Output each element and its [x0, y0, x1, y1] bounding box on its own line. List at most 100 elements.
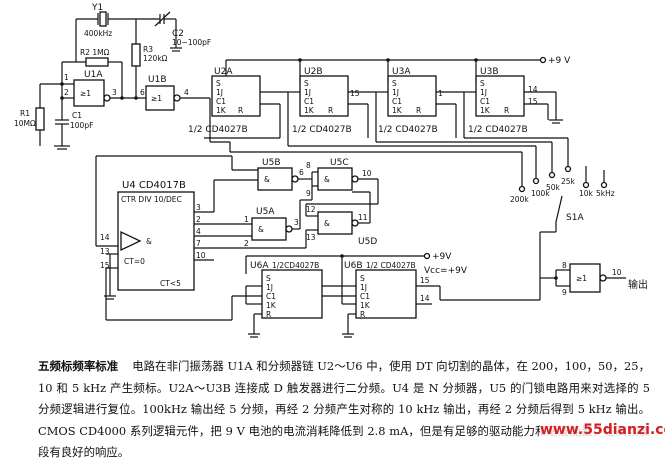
selector-switch-s1a: 200k 100k 50k 25k 10k 5kHz S1A: [510, 165, 615, 300]
u3b-pin-1k: 1K: [480, 106, 491, 115]
r1-label: R1: [20, 109, 30, 118]
output-gate: ≥1 8 9 10 输出: [540, 261, 648, 297]
u5a-pin-1: 1: [244, 215, 249, 224]
u4-ct5-label: CT<5: [160, 279, 181, 288]
gate-latch-u5: & U5B 6 & U5C 8 9 10 & U5A 1 2 3: [213, 158, 379, 249]
resistor-r2: R2 1MΩ: [62, 19, 123, 98]
supply-rail-top: +9 V: [225, 56, 571, 82]
switch-label-25k: 25k: [561, 177, 576, 186]
u4-pin-13: 13: [100, 247, 110, 256]
u3b-pin-14: 14: [528, 85, 538, 94]
u6a-pin-1k: 1K: [266, 301, 277, 310]
u2b-pin-s: S: [304, 79, 309, 88]
trimmer-c2: C2 10~100pF: [136, 11, 211, 52]
flipflop-u3b: U3B S 1J C1 1K R 1/2 CD4027B 14 15: [468, 67, 538, 135]
u5b-symbol: &: [264, 175, 270, 184]
u4-pin-2: 2: [196, 215, 201, 224]
u3b-pin-s: S: [480, 79, 485, 88]
output-label: 输出: [628, 278, 648, 291]
u2b-label: U2B: [304, 67, 323, 77]
u1a-label: U1A: [84, 70, 103, 80]
u1a-pin-3: 3: [112, 88, 117, 97]
switch-label-200k: 200k: [510, 195, 529, 204]
u1a-pin-1: 1: [64, 73, 69, 82]
switch-label-10k: 10k: [579, 189, 594, 198]
u6b-label: U6B: [344, 261, 363, 271]
u4-pin-15: 15: [100, 261, 110, 270]
u5b-pin-6: 6: [299, 168, 304, 177]
u4-pin-7: 7: [196, 239, 201, 248]
u5d-pin-13: 13: [306, 233, 316, 242]
u6b-pin-r: R: [360, 310, 365, 319]
u2a-label: U2A: [214, 67, 233, 77]
u6a-pin-s: S: [266, 274, 271, 283]
resistor-r1: R1 10MΩ: [14, 83, 62, 146]
u1a-pin-2: 2: [64, 88, 69, 97]
u3a-pin-r: R: [416, 106, 421, 115]
u2a-pin-s: S: [216, 79, 221, 88]
r1-value: 10MΩ: [14, 119, 36, 128]
u3b-pin-c1: C1: [480, 97, 490, 106]
u4-label: U4 CD4017B: [122, 180, 186, 191]
s1a-label: S1A: [566, 213, 584, 223]
u3a-pin-1k: 1K: [392, 106, 403, 115]
u1a-symbol: ≥1: [80, 89, 91, 98]
u2a-pin-1j: 1J: [216, 88, 223, 97]
u5b-label: U5B: [262, 158, 281, 168]
u3a-pin-c1: C1: [392, 97, 402, 106]
u5d-pin-11: 11: [358, 213, 368, 222]
u4-pin-14: 14: [100, 233, 110, 242]
output-gate-pin-10: 10: [612, 268, 622, 277]
u5a-label: U5A: [256, 207, 275, 217]
u3b-pin-r: R: [504, 106, 509, 115]
r2-label: R2 1MΩ: [80, 48, 110, 57]
caption-title: 五频标频率标准: [38, 359, 119, 373]
u2a-pin-1k: 1K: [216, 106, 227, 115]
u2b-part: 1/2 CD4027B: [292, 125, 352, 135]
u4-ctr-label: CTR DIV 10/DEC: [121, 195, 182, 204]
y1-label: Y1: [91, 3, 103, 13]
u6a-part: 1/2CD4027B: [272, 261, 319, 270]
u6b-pin-c1: C1: [360, 292, 370, 301]
vcc-label: Vcc=+9V: [424, 266, 468, 276]
flipflop-u2b: U2B S 1J C1 1K R 1/2 CD4027B 15: [292, 67, 360, 135]
u5a-symbol: &: [258, 225, 264, 234]
flipflop-u3a: U3A S 1J C1 1K R 1/2 CD4027B 1: [378, 67, 443, 135]
switch-label-100k: 100k: [531, 189, 550, 198]
u2b-pin-r: R: [328, 106, 333, 115]
u2b-pin-1k: 1K: [304, 106, 315, 115]
r3-label: R3: [143, 45, 153, 54]
output-gate-pin-9: 9: [562, 288, 567, 297]
switch-label-5khz: 5kHz: [596, 189, 615, 198]
tap-wires: [209, 92, 605, 186]
u4-enable-symbol: &: [146, 237, 152, 246]
u1b-pin-4: 4: [184, 88, 189, 97]
r3-value: 120kΩ: [143, 54, 168, 63]
u6a-pin-c1: C1: [266, 292, 276, 301]
u5d-pin-12: 12: [306, 205, 316, 214]
u5a-pin-3: 3: [294, 218, 299, 227]
gate-u1b: ≥1 U1B 6 4: [140, 75, 210, 111]
u2a-part: 1/2 CD4027B: [188, 125, 248, 135]
u3a-pin-1j: 1J: [392, 88, 399, 97]
u6b-pin-s: S: [360, 274, 365, 283]
u6a-pin-1j: 1J: [266, 283, 273, 292]
c2-value: 10~100pF: [172, 38, 211, 47]
u6a-pin-r: R: [266, 310, 271, 319]
u4-pin-3: 3: [196, 203, 201, 212]
supply-label-top: +9 V: [548, 56, 571, 66]
u3a-label: U3A: [392, 67, 411, 77]
y1-frequency: 400kHz: [84, 29, 112, 38]
u1b-pin-6: 6: [140, 88, 145, 97]
u5c-symbol: &: [324, 175, 330, 184]
flipflop-u2a: U2A S 1J C1 1K R 1/2 CD4027B: [188, 67, 261, 135]
u2a-pin-c1: C1: [216, 97, 226, 106]
bottom-divider-u6: +9V Vcc=+9V U6A 1/2CD4027B S 1J C1 1K R …: [231, 252, 540, 338]
crystal-y1: Y1 400kHz: [76, 3, 136, 38]
u6b-pin-15: 15: [420, 276, 430, 285]
u5c-label: U5C: [330, 158, 349, 168]
u5c-pin-9: 9: [306, 189, 311, 198]
gate-u1a: ≥1 U1A 1 2 3: [60, 62, 146, 107]
u1b-label: U1B: [148, 75, 167, 85]
